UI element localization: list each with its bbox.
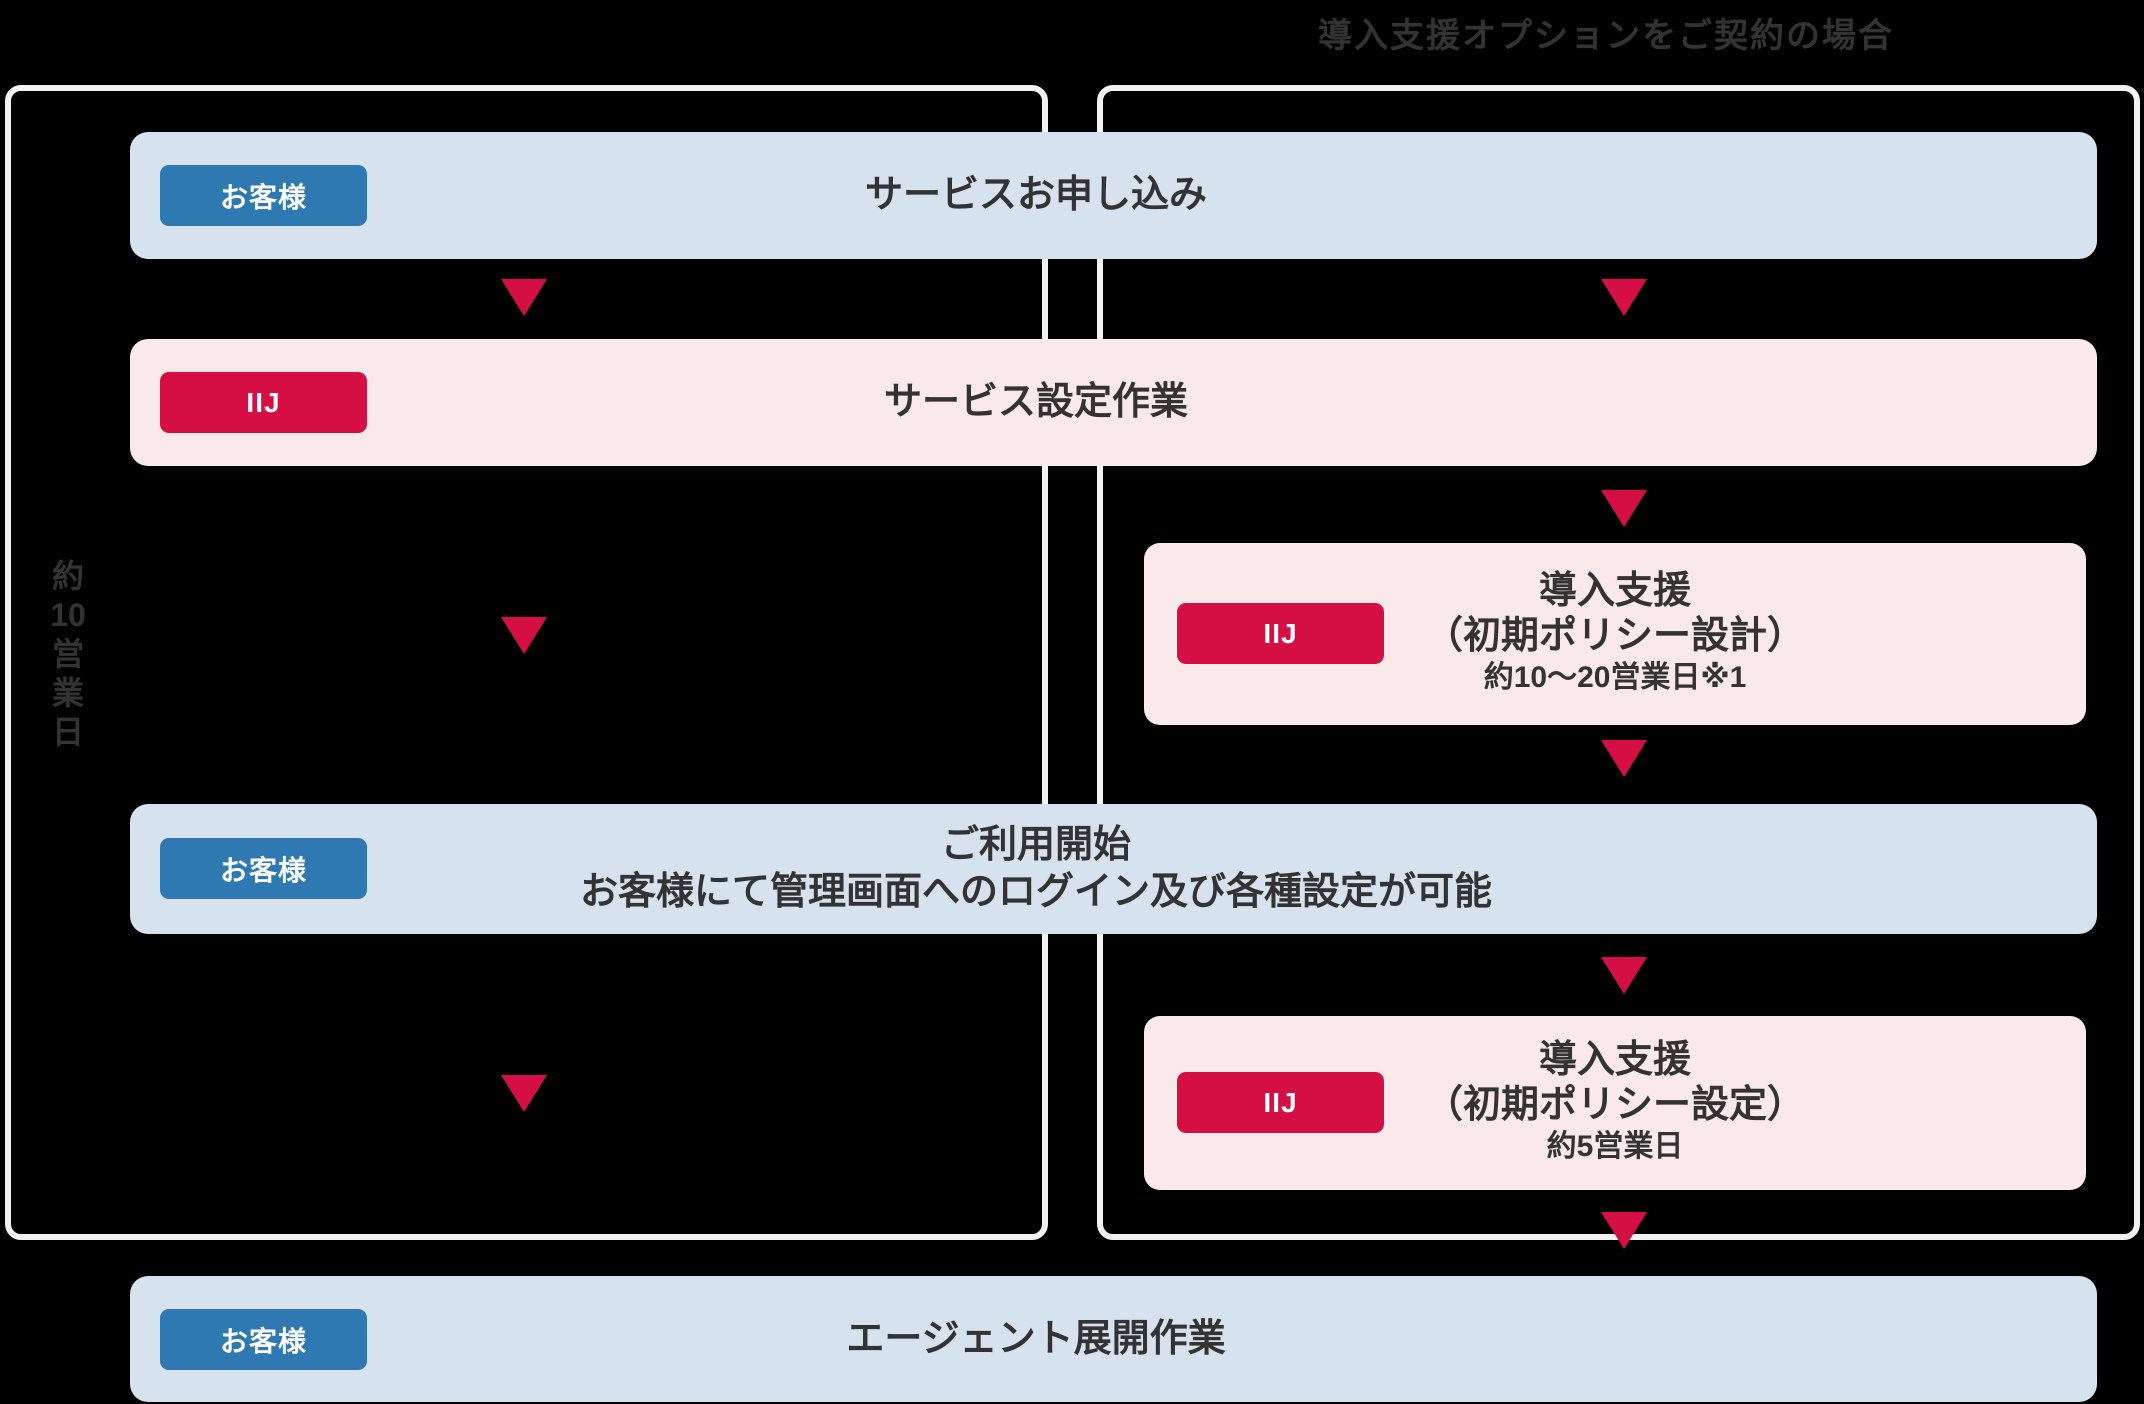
flow-arrow-down-icon (1601, 740, 1647, 777)
step-agent-deployment-label: エージェント展開作業 (846, 1317, 1226, 1360)
box-policy-config-line2: （初期ポリシー設定） (1424, 1084, 1805, 1126)
actor-badge-iij: IIJ (1177, 603, 1384, 664)
step-service-application: サービスお申し込み (130, 132, 2097, 259)
step-service-start-line1: ご利用開始 (940, 824, 1131, 866)
box-policy-config-line1: 導入支援 (1538, 1039, 1691, 1081)
duration-label-char: 約 (51, 558, 84, 594)
step-service-start: ご利用開始 お客様にて管理画面へのログイン及び各種設定が可能 (130, 804, 2097, 934)
flow-arrow-down-icon (501, 617, 547, 654)
duration-label-char: 日 (51, 714, 84, 750)
box-support-policy-config: 導入支援 （初期ポリシー設定） 約5営業日 (1144, 1016, 2086, 1190)
option-case-title: 導入支援オプションをご契約の場合 (1318, 17, 1894, 55)
duration-label-10-business-days: 約 10 営 業 日 (38, 557, 98, 752)
actor-badge-customer: お客様 (160, 165, 367, 226)
box-policy-design-duration: 約10〜20営業日※1 (1483, 661, 1747, 694)
duration-label-char: 営 (51, 636, 84, 672)
box-policy-design-line2: （初期ポリシー設計） (1424, 615, 1805, 657)
step-agent-deployment: エージェント展開作業 (130, 1276, 2097, 1402)
step-service-setup: サービス設定作業 (130, 339, 2097, 466)
flow-arrow-down-icon (1601, 957, 1647, 994)
step-service-start-line2: お客様にて管理画面へのログイン及び各種設定が可能 (579, 871, 1492, 913)
flow-arrow-down-icon (501, 1075, 547, 1112)
duration-label-char: 業 (51, 675, 84, 711)
box-policy-config-duration: 約5営業日 (1546, 1130, 1684, 1163)
actor-badge-customer: お客様 (160, 838, 367, 899)
step-service-application-label: サービスお申し込み (864, 174, 1207, 216)
box-policy-design-line1: 導入支援 (1538, 570, 1691, 612)
step-service-setup-label: サービス設定作業 (883, 381, 1188, 423)
duration-label-char: 10 (50, 597, 86, 633)
actor-badge-iij: IIJ (1177, 1072, 1384, 1133)
actor-badge-iij: IIJ (160, 372, 367, 433)
standard-flow-panel (5, 85, 1048, 1240)
flow-arrow-down-icon (1601, 490, 1647, 527)
flow-arrow-down-icon (501, 279, 547, 316)
flow-arrow-down-icon (1601, 279, 1647, 316)
actor-badge-customer: お客様 (160, 1309, 367, 1370)
flow-arrow-down-icon (1601, 1212, 1647, 1249)
